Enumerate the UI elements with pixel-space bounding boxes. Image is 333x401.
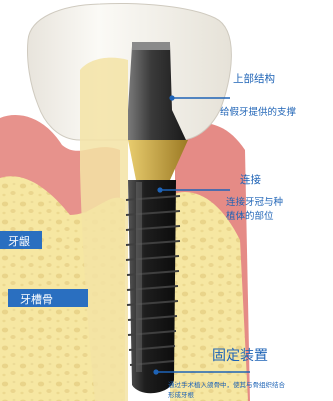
abutment-leader-dot bbox=[169, 95, 174, 100]
connector-desc-2: 植体的部位 bbox=[226, 210, 274, 222]
connector-title: 连接 bbox=[240, 173, 261, 186]
connector-leader-dot bbox=[157, 187, 162, 192]
gum-label: 牙龈 bbox=[8, 234, 30, 248]
abutment-desc: 给假牙提供的支撑 bbox=[220, 106, 297, 118]
fixture-desc-2: 形成牙根 bbox=[168, 390, 195, 399]
fixture-desc-1: 通过手术植入颌骨中，使其与骨组织结合 bbox=[168, 380, 286, 389]
fixture-leader-dot bbox=[153, 369, 158, 374]
implant-highlight bbox=[136, 182, 142, 372]
connector-desc-1: 连接牙冠与种 bbox=[226, 196, 283, 208]
bone-label: 牙槽骨 bbox=[20, 293, 53, 306]
abutment-title: 上部结构 bbox=[233, 72, 275, 85]
abutment-top bbox=[132, 42, 170, 50]
fixture-title: 固定装置 bbox=[212, 348, 268, 364]
